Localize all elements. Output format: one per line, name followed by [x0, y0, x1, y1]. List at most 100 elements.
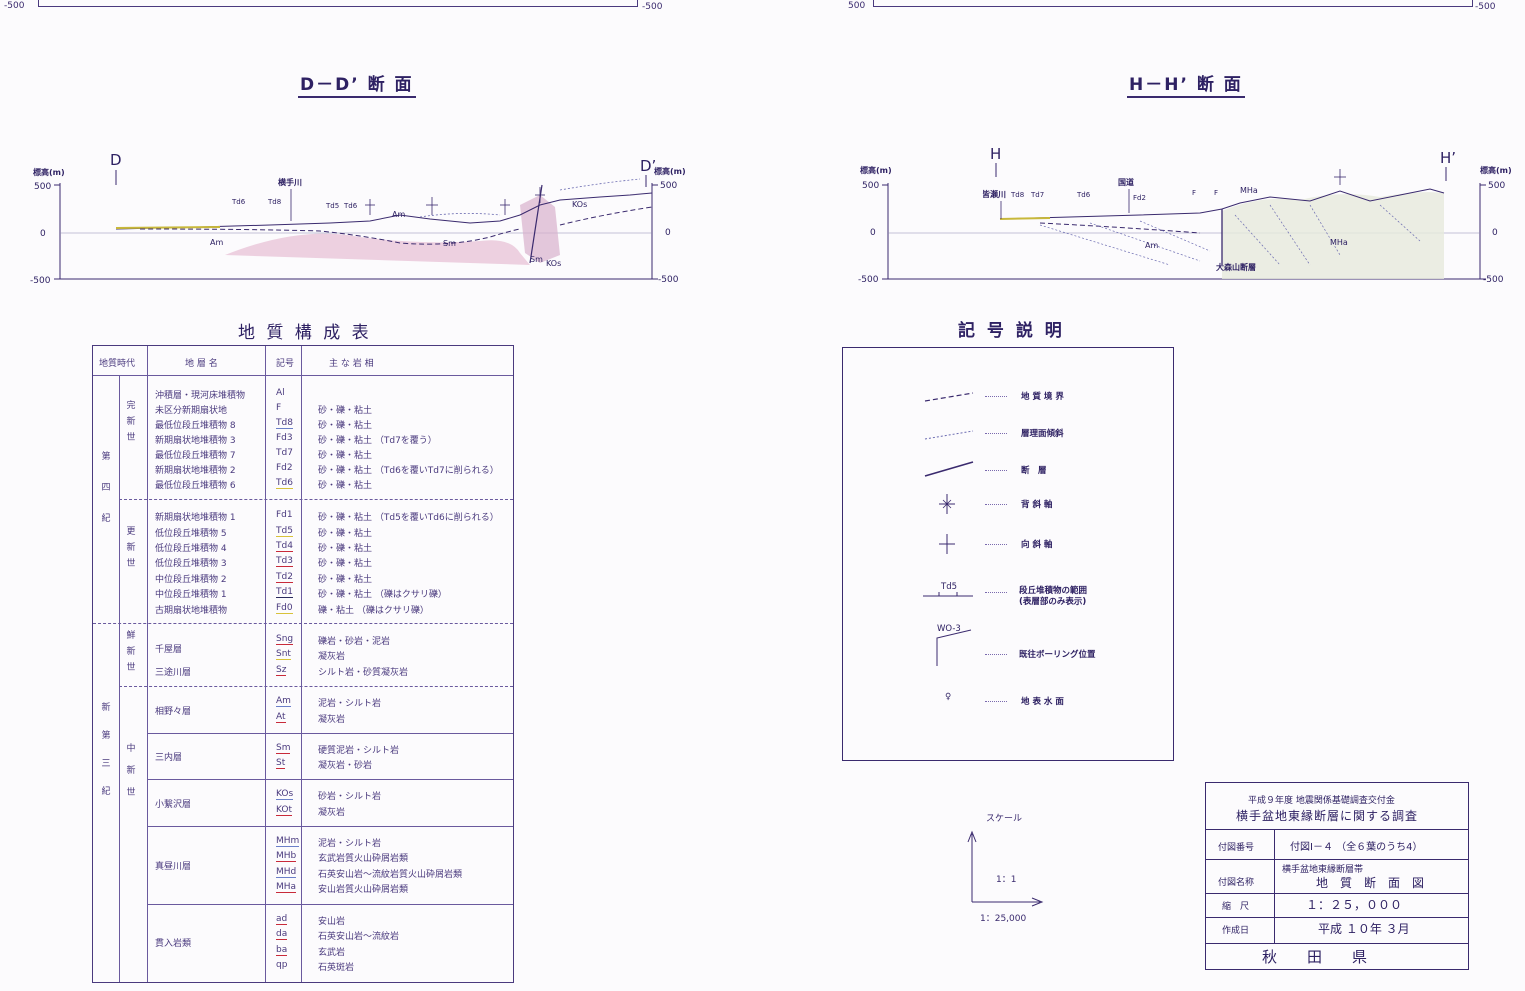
tb-line2: 横手盆地東縁断層に関する調査	[1236, 809, 1419, 823]
epoch-pliocene: 鮮新世	[126, 631, 136, 673]
hh-tick-0-right: 0	[1492, 228, 1498, 238]
dd-label-river: 横手川	[278, 177, 302, 187]
boring-symbol	[936, 629, 972, 666]
legend-boring-id: WO-3	[937, 624, 961, 634]
dd-tick-0-right: 0	[665, 228, 671, 238]
scale-graphic	[967, 830, 1044, 907]
hh-label-fd2: Fd2	[1133, 194, 1146, 202]
legend-boundary: 地 質 境 界	[1021, 392, 1064, 402]
hh-label-td6: Td6	[1076, 191, 1091, 199]
dd-right-letter: D’	[640, 157, 656, 175]
dd-label-am-left: Am	[210, 238, 223, 247]
scale-value: 1：25,000	[980, 914, 1027, 924]
tb-val-num: 付図Ⅰ－４ （全６葉のうち4）	[1290, 842, 1423, 853]
legend-syncline: 向 斜 軸	[1021, 540, 1053, 550]
dd-label-sm-bot: Sm	[530, 255, 543, 264]
legend-bedding: 層理面傾斜	[1021, 429, 1064, 439]
hh-label-td7: Td7	[1030, 191, 1044, 199]
section-hh-title: H－H’ 断 面	[1127, 70, 1245, 98]
scale-title: スケール	[986, 814, 1023, 824]
hh-label-td8: Td8	[1010, 191, 1024, 199]
legend-td5: Td5	[941, 582, 957, 592]
wavy-sep-2	[93, 623, 513, 625]
section-hh-diagram: H H’ 標高(m) 標高(m) 500 0 -500 500 0 -500 皆…	[858, 145, 1512, 285]
hh-label-f1: F	[1192, 189, 1196, 197]
tb-val-name1: 横手盆地東縁断層帯	[1282, 865, 1364, 875]
dd-left-letter: D	[110, 151, 122, 169]
legend-boring: 既往ボーリング位置	[1019, 650, 1096, 660]
tb-val-date: 平成 １０年 ３月	[1318, 922, 1410, 936]
anticline-symbol	[939, 494, 955, 514]
hh-label-mha-top: MHa	[1240, 186, 1258, 195]
boundary-symbol	[924, 392, 974, 402]
hdr-era: 地質時代	[99, 359, 136, 369]
hh-label-river: 皆瀬川	[982, 189, 1006, 199]
legend-symbols	[923, 392, 974, 666]
dd-label-sm-mid: Sm	[443, 239, 456, 248]
legend-title: 記 号 説 明	[958, 321, 1065, 341]
dd-tick-500-left: 500	[34, 182, 51, 192]
tb-key-num: 付図番号	[1218, 843, 1255, 853]
dd-axis-title-left: 標高(m)	[33, 167, 65, 177]
section-dd-diagram: D D’ 標高(m) 標高(m) 500 0 -500 500 0 -500 T…	[30, 151, 686, 286]
legend-terrace-note: (表層部のみ表示)	[1019, 597, 1087, 607]
tb-val-name2: 地 質 断 面 図	[1316, 876, 1425, 890]
dd-label-kos-top: KOs	[572, 200, 587, 209]
hh-right-letter: H’	[1440, 149, 1456, 167]
tb-line1: 平成９年度 地震関係基礎調査交付金	[1248, 796, 1395, 806]
dd-label-td6b: Td6	[343, 202, 358, 210]
hh-left-letter: H	[990, 145, 1001, 163]
legend-box: 地 質 境 界 層理面傾斜 断 層 背 斜 軸 向 斜 軸 Td5 段丘堆積物の…	[842, 347, 1174, 761]
title-block: 平成９年度 地震関係基礎調査交付金 横手盆地東縁断層に関する調査 付図番号 付図…	[1205, 782, 1469, 970]
syncline-symbol	[939, 534, 955, 554]
hh-axis-title-right: 標高(m)	[1480, 165, 1512, 175]
tb-val-scale: １：２５，０００	[1306, 898, 1403, 912]
hh-tick-500-right: 500	[1488, 181, 1505, 191]
era-neogene: 新第三紀	[101, 703, 111, 797]
hh-tick-500-left: 500	[862, 181, 879, 191]
tb-key-date: 作成日	[1222, 926, 1250, 936]
terrace-symbol	[923, 592, 973, 597]
hh-axis-title-left: 標高(m)	[860, 165, 892, 175]
dd-tick-m500-right: -500	[658, 275, 679, 285]
top-fragment-left: -500 -500	[4, 0, 663, 12]
tb-prefecture: 秋 田 県	[1262, 948, 1368, 966]
dd-tick-500-right: 500	[660, 181, 677, 191]
dd-tick-0-left: 0	[40, 229, 46, 239]
wavy-sep-1	[119, 499, 513, 501]
dd-label-td6a: Td6	[231, 198, 246, 206]
section-dd-title: D－D’ 断 面	[298, 70, 416, 98]
fault-symbol	[924, 461, 974, 477]
epoch-pleistocene: 更新世	[126, 527, 136, 569]
hdr-name: 地 層 名	[185, 359, 218, 369]
legend-anticline: 背 斜 軸	[1021, 500, 1053, 510]
dd-label-am-top: Am	[392, 210, 405, 219]
hh-tick-m500-right: -500	[1483, 275, 1504, 285]
hh-label-road: 国道	[1118, 177, 1134, 187]
geo-table-title: 地 質 構 成 表	[238, 323, 372, 343]
epoch-holocene: 完新世	[126, 401, 136, 443]
dd-label-kos-bot: KOs	[546, 259, 561, 268]
dd-label-td8: Td8	[267, 198, 281, 206]
tb-key-scale: 縮 尺	[1222, 902, 1250, 912]
legend-water: 地 表 水 面	[1021, 697, 1064, 707]
hdr-symbol: 記号	[276, 359, 295, 369]
hh-label-fault: 大森山断層	[1216, 262, 1256, 272]
hdr-rock: 主 な 岩 相	[329, 359, 374, 369]
top-fragment-right: 500 -500	[848, 0, 1496, 12]
water-level-icon: ♀	[945, 692, 952, 702]
tb-key-name: 付図名称	[1218, 878, 1255, 888]
hh-label-am: Am	[1145, 241, 1158, 250]
bedding-symbol	[924, 430, 974, 440]
geo-table: 地質時代 地 層 名 記号 主 な 岩 相 第四紀 完新世 更新世 新第三紀 鮮…	[92, 345, 514, 983]
dd-label-td5: Td5	[325, 202, 339, 210]
hh-tick-m500-left: -500	[858, 275, 879, 285]
wavy-sep-3	[119, 686, 513, 688]
epoch-miocene: 中新世	[126, 744, 136, 798]
scale-ratio: 1：1	[996, 875, 1017, 885]
dd-tick-m500-left: -500	[30, 276, 51, 286]
legend-fault: 断 層	[1021, 466, 1047, 476]
hh-label-f2: F	[1214, 189, 1218, 197]
legend-terrace: 段丘堆積物の範囲	[1019, 586, 1088, 596]
era-quaternary: 第四紀	[101, 452, 111, 524]
